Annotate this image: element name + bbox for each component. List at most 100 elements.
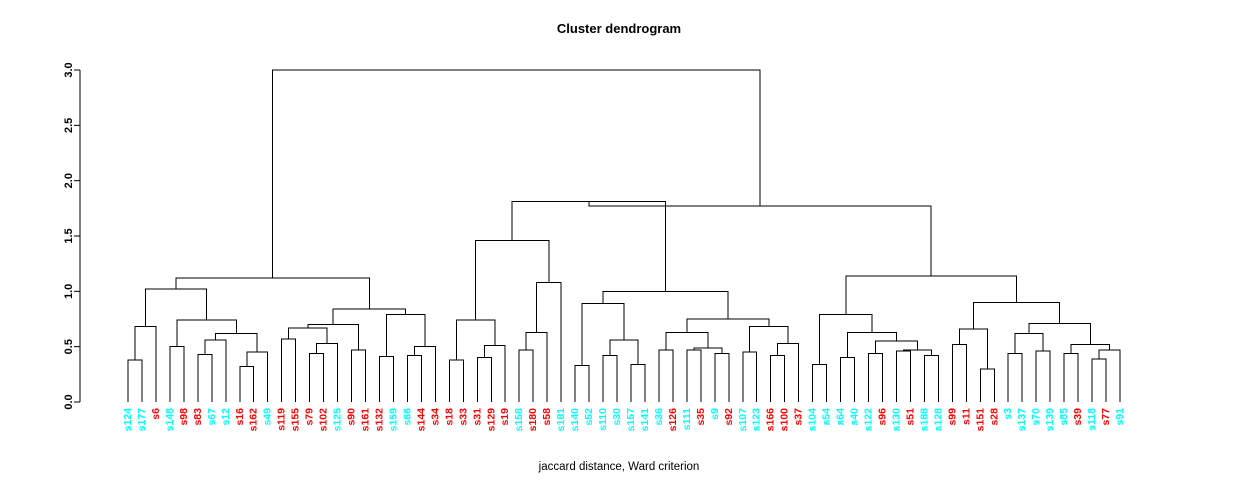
leaf-label: s39: [1072, 408, 1084, 426]
leaf-label: s102: [318, 408, 330, 432]
leaf-label: s123: [751, 408, 763, 432]
dendrogram-link: [169, 346, 185, 402]
leaf-label: s85: [1058, 408, 1070, 426]
leaf-label: s181: [555, 408, 567, 432]
leaf-label: s66: [401, 408, 413, 426]
leaf-label: s52: [583, 408, 595, 426]
leaf-label: s104: [807, 408, 819, 432]
leaf-label: s19: [499, 408, 511, 426]
dendrogram-link: [609, 339, 639, 365]
dendrogram-link: [176, 319, 237, 347]
leaf-label: s157: [625, 408, 637, 432]
leaf-label: s129: [485, 408, 497, 432]
dendrogram-link: [686, 349, 702, 402]
leaf-label: s96: [876, 408, 888, 426]
leaf-label: s119: [276, 408, 288, 431]
dendrogram-link: [239, 366, 255, 402]
dendrogram-link: [378, 356, 394, 402]
leaf-label: s130: [890, 408, 902, 432]
leaf-label: s12: [220, 408, 232, 426]
dendrogram-tree: [127, 69, 1121, 402]
leaf-label: s40: [849, 408, 861, 426]
y-axis-tick-label: 1.0: [63, 284, 75, 299]
leaf-label: s122: [863, 408, 875, 432]
leaf-label: s124: [122, 408, 134, 432]
leaf-label: s33: [457, 408, 469, 426]
dendrogram-link: [1063, 352, 1079, 402]
leaf-label: s177: [136, 408, 148, 432]
leaf-label: s49: [262, 408, 274, 426]
dendrogram-link: [214, 332, 258, 353]
leaf-label: s6: [150, 408, 162, 420]
leaf-label: s18: [443, 408, 455, 426]
leaf-label: s90: [346, 408, 358, 426]
y-axis-tick-label: 2.0: [63, 173, 75, 188]
leaf-label: s54: [821, 408, 833, 426]
dendrogram-link: [272, 69, 761, 279]
dendrogram-link: [749, 326, 789, 353]
leaf-label: s180: [527, 408, 539, 432]
leaf-label: s3: [1002, 408, 1014, 420]
leaf-label: s9: [709, 408, 721, 420]
dendrogram-link: [1098, 349, 1121, 402]
x-axis-caption: jaccard distance, Ward criterion: [538, 461, 700, 473]
dendrogram-link: [455, 319, 496, 360]
leaf-label: s148: [164, 408, 176, 432]
leaf-label: s110: [597, 408, 609, 431]
leaf-label: s34: [429, 408, 441, 426]
leaf-label: s100: [779, 408, 791, 432]
leaf-label: s11: [960, 408, 972, 425]
dendrogram-link: [413, 346, 436, 402]
dendrogram-link: [316, 342, 339, 402]
leaf-label: s28: [988, 408, 1000, 426]
leaf-label: s79: [304, 408, 316, 426]
leaf-label: s58: [541, 408, 553, 426]
leaf-label: s30: [611, 408, 623, 426]
dendrogram-link: [1014, 332, 1044, 354]
leaf-label: s161: [360, 408, 372, 432]
dendrogram-link: [902, 349, 932, 356]
leaf-label: s111: [681, 408, 693, 430]
leaf-label: s83: [192, 408, 204, 426]
leaf-label: s35: [695, 408, 707, 426]
leaf-label: s70: [1030, 408, 1042, 426]
leaf-label: s36: [653, 408, 665, 426]
dendrogram-link: [1007, 352, 1023, 402]
dendrogram-link: [518, 349, 534, 402]
leaf-label: s141: [639, 408, 651, 432]
dendrogram-link: [448, 359, 464, 402]
dendrogram-link: [309, 352, 325, 402]
leaf-label: s162: [248, 408, 260, 432]
dendrogram-link: [134, 326, 157, 402]
leaf-label: s98: [178, 408, 190, 426]
dendrogram-link: [127, 359, 143, 402]
leaf-label: s139: [1044, 408, 1056, 432]
dendrogram-link: [868, 352, 883, 402]
y-axis: 0.00.51.01.52.02.53.0: [63, 62, 81, 410]
leaf-label: s77: [1100, 408, 1112, 426]
leaf-label: s137: [1016, 408, 1028, 432]
y-axis-tick-label: 2.5: [63, 118, 75, 133]
dendrogram-link: [475, 239, 550, 321]
y-axis-tick-label: 0.5: [63, 339, 75, 354]
leaf-label: s118: [1086, 408, 1098, 431]
leaf-label: s151: [974, 408, 986, 432]
dendrogram-link: [1028, 322, 1091, 345]
leaf-label: s132: [373, 408, 385, 432]
dendrogram-link: [658, 349, 674, 402]
dendrogram-link: [777, 342, 800, 402]
leaf-label: s92: [723, 408, 735, 426]
page-title: Cluster dendrogram: [557, 21, 681, 36]
dendrogram-link: [511, 201, 666, 292]
leaf-label: s64: [835, 408, 847, 426]
leaf-label: s125: [332, 408, 344, 432]
leaf-label: s31: [471, 408, 483, 426]
leaf-label: s51: [904, 408, 916, 426]
leaf-label: s188: [918, 408, 930, 432]
leaf-label: s16: [234, 408, 246, 426]
leaf-label: s159: [387, 408, 399, 432]
leaf-label: s107: [737, 408, 749, 432]
